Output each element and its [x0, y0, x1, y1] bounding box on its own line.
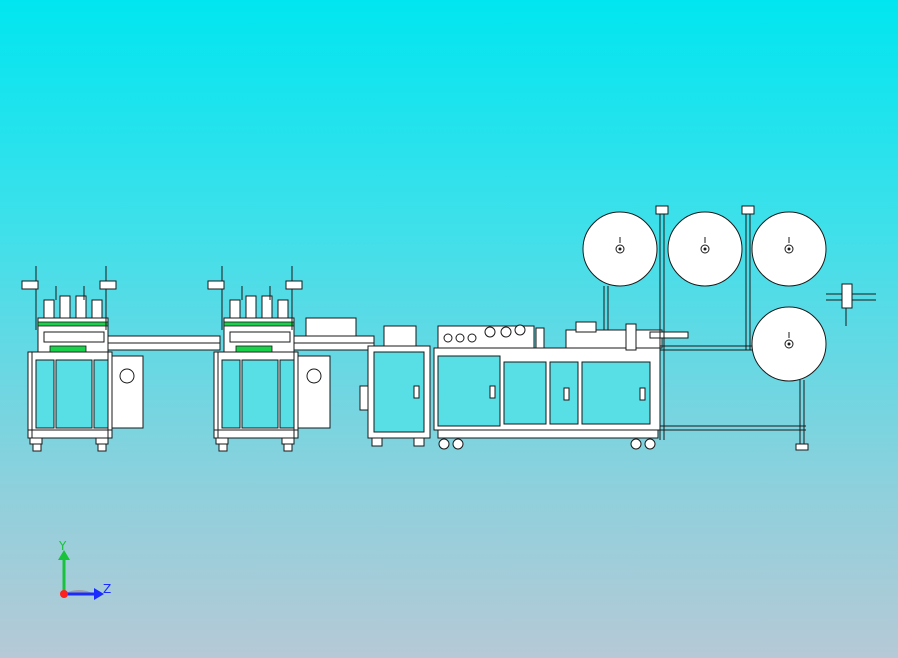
ear-loop-unit-2 [207, 266, 331, 452]
roll-hub [784, 244, 794, 254]
roll-core [703, 247, 707, 251]
roll-hub [700, 244, 710, 254]
ear-loop-unit-1 [21, 266, 144, 452]
material-roll-rack [603, 205, 876, 451]
main-forming-station [433, 321, 689, 450]
control-cabinet [359, 325, 431, 447]
roll-core [787, 342, 791, 346]
roll-core [787, 247, 791, 251]
roll-hub [615, 244, 625, 254]
y-axis-label: Y [58, 539, 67, 553]
conveyor-belt [107, 317, 375, 351]
roll-core [618, 247, 622, 251]
roll-hub [784, 339, 794, 349]
origin-dot [60, 590, 68, 598]
coordinate-triad: Y Z [58, 539, 111, 600]
z-axis-label: Z [103, 582, 111, 596]
rolls [582, 211, 827, 382]
